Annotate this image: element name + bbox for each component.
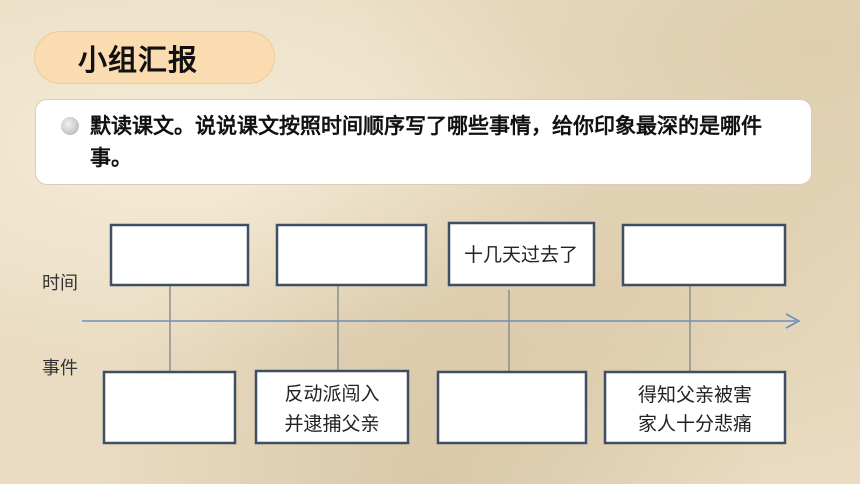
event-label: 事件 [42, 358, 78, 379]
task-prompt-text: 默读课文。说说课文按照时间顺序写了哪些事情，给你印象最深的是哪件事。 [90, 114, 762, 170]
event-box-2-line-1: 反动派闯入 [284, 383, 379, 405]
task-prompt-box: 默读课文。说说课文按照时间顺序写了哪些事情，给你印象最深的是哪件事。 [35, 99, 812, 185]
event-box-3 [436, 370, 588, 445]
time-box-4 [621, 223, 787, 287]
time-box-2 [275, 223, 428, 287]
event-box-2-line-2: 并逮捕父亲 [284, 413, 379, 435]
time-box-3-label: 十几天过去了 [464, 244, 578, 266]
event-box-4-line-2: 家人十分悲痛 [638, 413, 752, 435]
time-label: 时间 [42, 273, 78, 294]
event-box-2 [254, 369, 410, 445]
arrow-head-icon [785, 313, 801, 329]
section-title: 小组汇报 [78, 42, 199, 77]
section-title-badge: 小组汇报 [34, 31, 275, 84]
event-box-4 [603, 370, 787, 445]
event-box-4-line-1: 得知父亲被害 [638, 384, 752, 406]
event-box-1 [102, 370, 237, 445]
time-box-3 [447, 221, 596, 287]
time-box-1 [109, 223, 250, 287]
bullet-icon [61, 117, 79, 135]
